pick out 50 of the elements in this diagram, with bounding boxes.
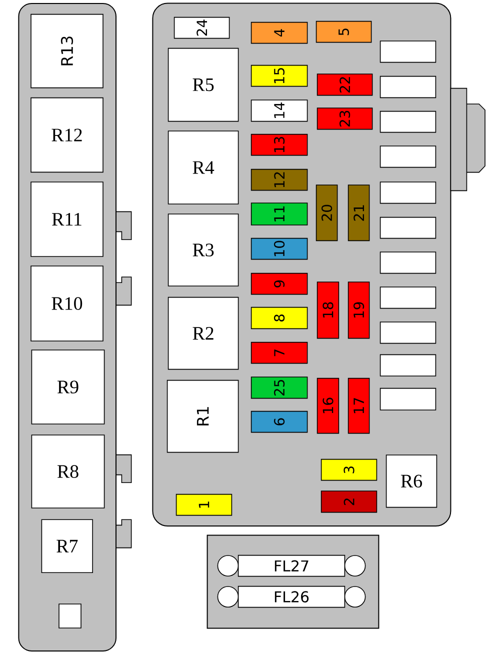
empty-slot — [58, 604, 82, 628]
fuse: 16 — [316, 378, 340, 434]
fuse: 19 — [348, 282, 370, 339]
empty-fuse-slot — [380, 216, 436, 239]
relay-box: R4 — [168, 130, 239, 204]
relay-box: R11 — [30, 182, 104, 257]
relay-box: R5 — [168, 48, 239, 122]
fuse: 11 — [250, 202, 308, 226]
fuse: 5 — [316, 20, 372, 43]
relay-box: R8 — [31, 434, 105, 508]
fuse: 22 — [316, 74, 373, 96]
fuse: 7 — [250, 342, 308, 364]
empty-fuse-slot — [380, 322, 436, 344]
empty-fuse-slot — [380, 252, 436, 274]
relay-box: R6 — [386, 454, 438, 508]
empty-fuse-slot — [380, 354, 436, 376]
empty-fuse-slot — [380, 286, 436, 309]
fuse: 21 — [348, 184, 370, 242]
empty-fuse-slot — [380, 110, 436, 133]
fuse: 20 — [316, 184, 338, 242]
relay-box: R12 — [30, 97, 104, 173]
fuse: 14 — [250, 100, 308, 122]
empty-fuse-slot — [380, 40, 436, 63]
fuse: 6 — [250, 410, 308, 433]
relay-box: R7 — [41, 519, 93, 573]
fuse: 9 — [250, 272, 308, 295]
fuse: 8 — [250, 306, 308, 330]
fuse: 24 — [174, 16, 230, 39]
relay-box: R3 — [168, 214, 239, 286]
fuse: 4 — [250, 22, 308, 44]
fuse: 25 — [250, 376, 308, 399]
fuse: 2 — [320, 490, 378, 513]
relay-box: R9 — [31, 350, 105, 424]
fuse: 12 — [250, 168, 308, 191]
fuse: 15 — [250, 64, 308, 87]
relay-box: R2 — [168, 296, 239, 370]
empty-fuse-slot — [380, 76, 436, 98]
fuse: 10 — [250, 238, 308, 260]
empty-fuse-slot — [380, 388, 436, 410]
fuse: 23 — [316, 108, 373, 130]
empty-fuse-slot — [380, 182, 436, 204]
fuse: 3 — [320, 458, 378, 481]
relay-box: R13 — [30, 14, 104, 88]
fuse: 17 — [348, 378, 370, 434]
relay-box: R10 — [30, 266, 104, 342]
fuse: 13 — [250, 134, 308, 156]
empty-fuse-slot — [380, 146, 436, 168]
relay-box: R1 — [166, 380, 239, 453]
fuse: 1 — [176, 494, 232, 516]
fuse: 18 — [316, 282, 340, 339]
